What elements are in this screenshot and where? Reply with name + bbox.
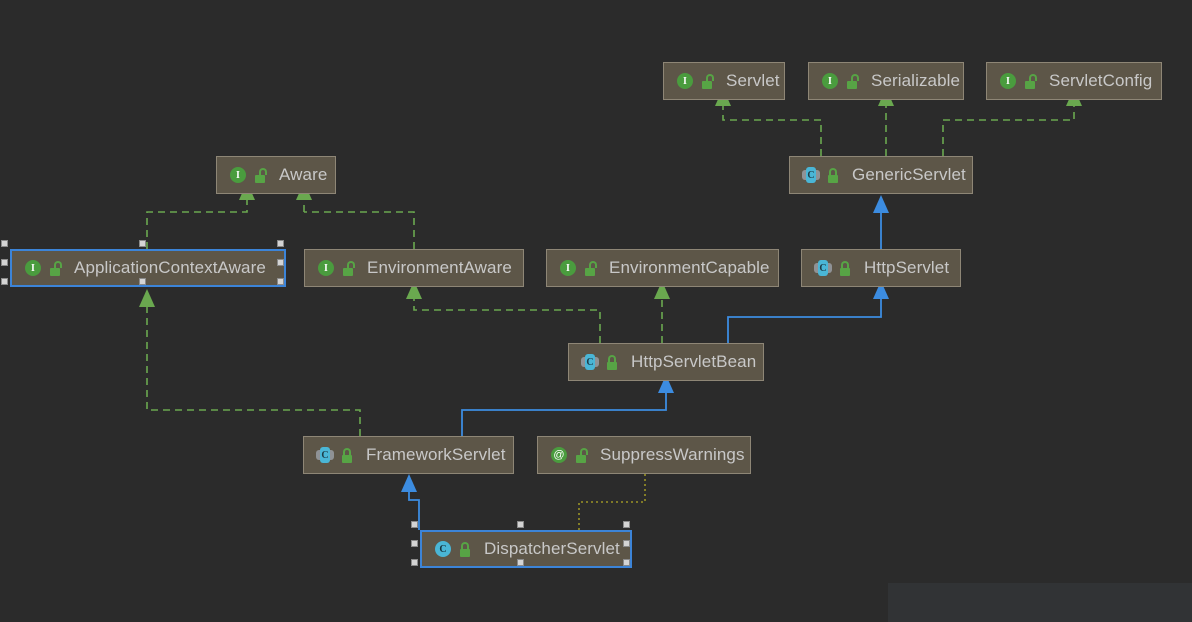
class-node-label: EnvironmentAware (367, 258, 512, 277)
class-node-label: GenericServlet (852, 165, 966, 184)
edge-frameworkservlet-extends-httpservletbean (461, 375, 674, 436)
locked-icon (458, 541, 472, 557)
class-node-frameworkservlet[interactable]: C FrameworkServlet (303, 436, 514, 474)
selection-handle[interactable] (276, 239, 284, 247)
edge-httpservlet-extends-genericservlet (873, 195, 889, 249)
edge-httpservletbean-extends-httpservlet (727, 281, 889, 343)
selection-handle[interactable] (410, 539, 418, 547)
unlocked-icon (1023, 73, 1037, 89)
abstract-class-icon: C (581, 353, 599, 371)
edge-httpservletbean-implements-environmentcapable (654, 281, 670, 343)
class-node-suppresswarnings[interactable]: @ SuppressWarnings (537, 436, 751, 474)
class-node-servlet[interactable]: I Servlet (663, 62, 785, 100)
selection-handle[interactable] (410, 520, 418, 528)
selection-handle[interactable] (622, 539, 630, 547)
selection-handle[interactable] (276, 277, 284, 285)
class-node-serializable[interactable]: I Serializable (808, 62, 964, 100)
edge-dispatcherservlet-annotated-suppresswarnings (578, 474, 646, 530)
selection-handle[interactable] (516, 520, 524, 528)
unlocked-icon (700, 73, 714, 89)
unlocked-icon (341, 260, 355, 276)
unlocked-icon (48, 260, 62, 276)
class-node-label: ServletConfig (1049, 71, 1153, 90)
class-node-applicationcontextaware[interactable]: I ApplicationContextAware (10, 249, 286, 287)
abstract-class-icon: C (814, 259, 832, 277)
abstract-class-icon: C (802, 166, 820, 184)
class-node-label: EnvironmentCapable (609, 258, 770, 277)
interface-icon: I (676, 72, 694, 90)
class-node-httpservletbean[interactable]: C HttpServletBean (568, 343, 764, 381)
unlocked-icon (253, 167, 267, 183)
interface-icon: I (24, 259, 42, 277)
selection-handle[interactable] (0, 277, 8, 285)
class-node-dispatcherservlet[interactable]: C DispatcherServlet (420, 530, 632, 568)
class-node-aware[interactable]: I Aware (216, 156, 336, 194)
class-node-genericservlet[interactable]: C GenericServlet (789, 156, 973, 194)
edge-httpservletbean-implements-environmentaware (406, 281, 601, 343)
selection-handle[interactable] (0, 239, 8, 247)
class-node-httpservlet[interactable]: C HttpServlet (801, 249, 961, 287)
class-node-label: DispatcherServlet (484, 539, 620, 558)
class-node-label: Serializable (871, 71, 961, 90)
class-node-label: ApplicationContextAware (74, 258, 266, 277)
selection-handle[interactable] (138, 239, 146, 247)
bottom-right-panel (888, 583, 1192, 622)
class-node-label: HttpServletBean (631, 352, 757, 371)
class-node-label: Aware (279, 165, 328, 184)
locked-icon (826, 167, 840, 183)
annotation-icon: @ (550, 446, 568, 464)
selection-handle[interactable] (276, 258, 284, 266)
class-node-label: FrameworkServlet (366, 445, 506, 464)
locked-icon (340, 447, 354, 463)
unlocked-icon (583, 260, 597, 276)
interface-icon: I (229, 166, 247, 184)
class-node-environmentcapable[interactable]: I EnvironmentCapable (546, 249, 779, 287)
class-icon: C (434, 540, 452, 558)
locked-icon (838, 260, 852, 276)
selection-handle[interactable] (622, 520, 630, 528)
interface-icon: I (317, 259, 335, 277)
class-node-label: Servlet (726, 71, 780, 90)
edge-frameworkservlet-implements-applicationcontextaware (139, 289, 361, 436)
locked-icon (605, 354, 619, 370)
selection-handle[interactable] (622, 558, 630, 566)
class-node-label: SuppressWarnings (600, 445, 745, 464)
selection-handle[interactable] (516, 558, 524, 566)
selection-handle[interactable] (410, 558, 418, 566)
class-node-environmentaware[interactable]: I EnvironmentAware (304, 249, 524, 287)
selection-handle[interactable] (138, 277, 146, 285)
class-node-label: HttpServlet (864, 258, 950, 277)
unlocked-icon (845, 73, 859, 89)
unlocked-icon (574, 447, 588, 463)
abstract-class-icon: C (316, 446, 334, 464)
interface-icon: I (999, 72, 1017, 90)
interface-icon: I (559, 259, 577, 277)
selection-handle[interactable] (0, 258, 8, 266)
class-node-servletconfig[interactable]: I ServletConfig (986, 62, 1162, 100)
interface-icon: I (821, 72, 839, 90)
